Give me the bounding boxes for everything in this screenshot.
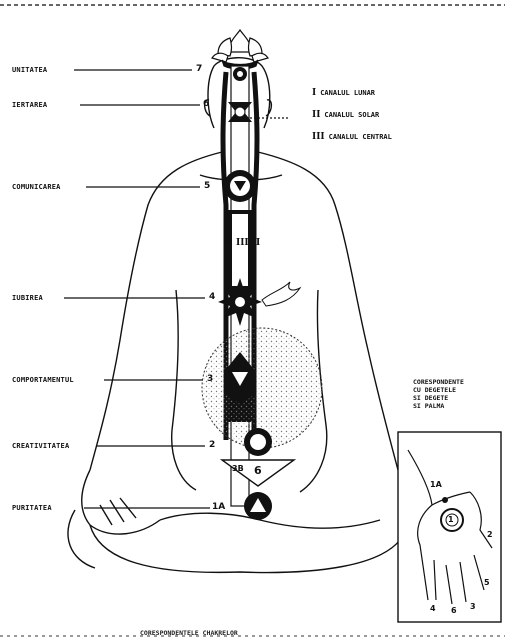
number-4: 4 bbox=[209, 292, 215, 302]
label-unitatea: UNITATEA bbox=[12, 66, 47, 74]
lotus-petal-far-right bbox=[252, 53, 268, 62]
label-creativitatea: CREATIVITATEA bbox=[12, 442, 69, 450]
correspondence-line-1: CORESPONDENTE bbox=[413, 378, 503, 386]
legend-solar-roman: II bbox=[312, 110, 320, 120]
label-comportamentul: COMPORTAMENTUL bbox=[12, 376, 74, 384]
arm-left-outer bbox=[90, 152, 222, 470]
label-iubirea: IUBIREA bbox=[12, 294, 43, 302]
legend-lunar-roman: I bbox=[312, 88, 316, 98]
hand-num-4: 4 bbox=[430, 604, 436, 613]
correspondence-line-2: CU DEGETELE bbox=[413, 386, 503, 394]
label-puritatea: PURITATEA bbox=[12, 504, 52, 512]
channel-mark-solar: II bbox=[224, 238, 232, 248]
hand-num-1A: 1A bbox=[430, 480, 442, 489]
channel-segment-upper-core bbox=[232, 214, 248, 286]
mark-void: 3B bbox=[232, 464, 244, 473]
number-3: 3 bbox=[207, 374, 213, 384]
correspondence-line-3: SI DEGETE bbox=[413, 394, 503, 402]
bottom-caption: CORESPONDENTELE CHAKRELOR bbox=[140, 629, 238, 637]
channel-mark-central: III bbox=[236, 238, 249, 248]
hand-num-6: 6 bbox=[451, 606, 457, 615]
flame-mark bbox=[262, 282, 300, 306]
legend-lunar-text: CANALUL LUNAR bbox=[320, 89, 375, 97]
chakra-7 bbox=[233, 67, 247, 81]
legend-central-text: CANALUL CENTRAL bbox=[329, 133, 392, 141]
chakra-1A bbox=[244, 492, 272, 520]
knee-left bbox=[68, 510, 95, 568]
chakra-5 bbox=[224, 170, 256, 202]
mark-nabhi: 6 bbox=[254, 464, 262, 477]
channel-mark-lunar: I bbox=[256, 238, 260, 248]
lotus-petal-far-left bbox=[212, 53, 228, 62]
legend-solar: II CANALUL SOLAR bbox=[312, 110, 379, 120]
palm-dot bbox=[442, 497, 448, 503]
hand-num-3: 3 bbox=[470, 602, 476, 611]
legend-central-roman: III bbox=[312, 132, 325, 142]
hand-left bbox=[82, 470, 160, 534]
hand-num-1: 1 bbox=[448, 515, 454, 524]
hand-num-5: 5 bbox=[484, 578, 490, 587]
label-comunicarea: COMUNICAREA bbox=[12, 183, 61, 191]
torso-left bbox=[172, 290, 196, 490]
number-6: 6 bbox=[203, 99, 209, 109]
label-iertarea: IERTAREA bbox=[12, 101, 47, 109]
correspondence-line-4: SI PALMA bbox=[413, 402, 503, 410]
number-7: 7 bbox=[196, 64, 202, 74]
legend-central: III CANALUL CENTRAL bbox=[312, 132, 392, 142]
hand-num-2: 2 bbox=[487, 530, 493, 539]
hand-inset bbox=[398, 432, 501, 622]
correspondence-note: CORESPONDENTE CU DEGETELE SI DEGETE SI P… bbox=[413, 378, 503, 410]
number-2: 2 bbox=[209, 440, 215, 450]
chakra-2 bbox=[244, 428, 272, 456]
number-5: 5 bbox=[204, 181, 210, 191]
fingers-left bbox=[100, 498, 136, 525]
legs-cross bbox=[160, 513, 380, 528]
number-1A: 1A bbox=[212, 502, 225, 512]
legend-solar-text: CANALUL SOLAR bbox=[324, 111, 379, 119]
legend-lunar: I CANALUL LUNAR bbox=[312, 88, 375, 98]
